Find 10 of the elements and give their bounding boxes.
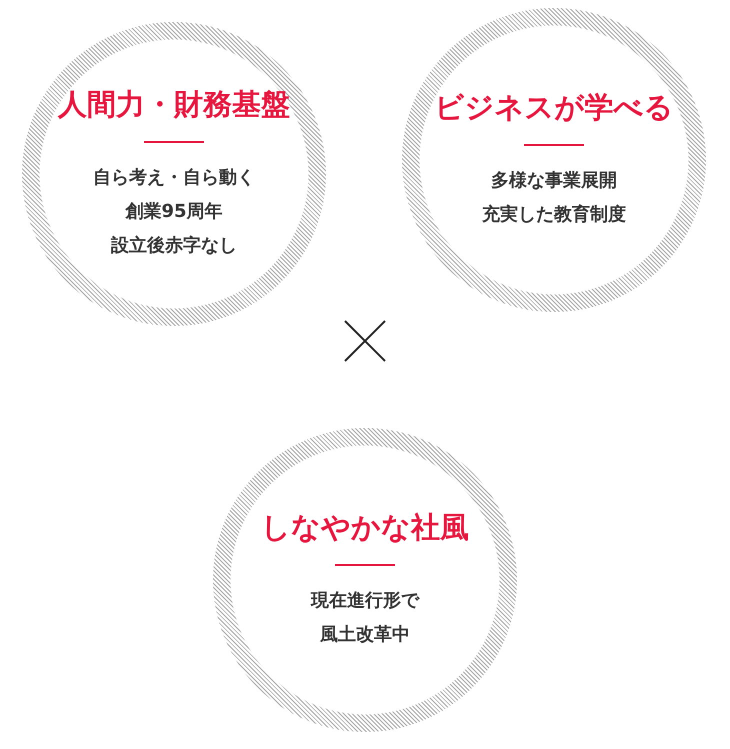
body-text: 自ら考え・自ら動く: [93, 166, 255, 190]
heading: 人間力・財務基盤: [58, 86, 290, 123]
body-text: 多様な事業展開: [491, 169, 617, 193]
body-text: 現在進行形で: [311, 589, 419, 613]
body-text: 創業95周年: [125, 200, 223, 224]
heading: ビジネスが学べる: [434, 89, 674, 126]
body-text: 風土改革中: [320, 623, 410, 647]
heading: しなやかな社風: [261, 509, 469, 546]
body-text: 設立後赤字なし: [111, 234, 237, 258]
body-text: 充実した教育制度: [482, 203, 626, 227]
